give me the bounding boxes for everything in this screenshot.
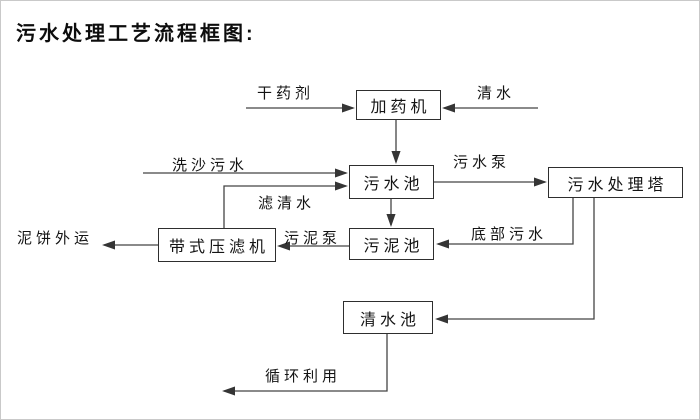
label-dry-agent: 干药剂 (257, 85, 315, 102)
label-bottom-sewage: 底部污水 (471, 226, 548, 243)
label-clean-water: 清水 (477, 85, 516, 102)
label-filtered-water: 滤清水 (258, 195, 316, 212)
edge-clean-water-pool-to-recycle (222, 334, 388, 396)
node-sewage-treatment-tower: 污水处理塔 (548, 167, 683, 198)
label-sand-washing-sewage: 洗沙污水 (172, 157, 249, 174)
node-sludge-pool: 污泥池 (349, 228, 434, 260)
edge-treatment-tower-to-clean-water-pool (435, 198, 595, 324)
node-dosing-machine: 加药机 (356, 90, 441, 120)
node-belt-filter-press: 带式压滤机 (158, 228, 276, 262)
page-title: 污水处理工艺流程框图: (16, 23, 256, 45)
label-recycle-use: 循环利用 (265, 368, 342, 385)
label-mud-cake-outbound: 泥饼外运 (17, 230, 94, 247)
edge-bottom-sewage-tower-to-sludge-pool (436, 198, 574, 249)
node-sewage-pool: 污水池 (349, 165, 434, 199)
node-clean-water-pool: 清水池 (343, 301, 433, 334)
edge-filtered-water-to-sewage-pool (223, 181, 348, 228)
label-sludge-pump: 污泥泵 (284, 230, 342, 247)
label-sewage-pump: 污水泵 (453, 154, 511, 171)
